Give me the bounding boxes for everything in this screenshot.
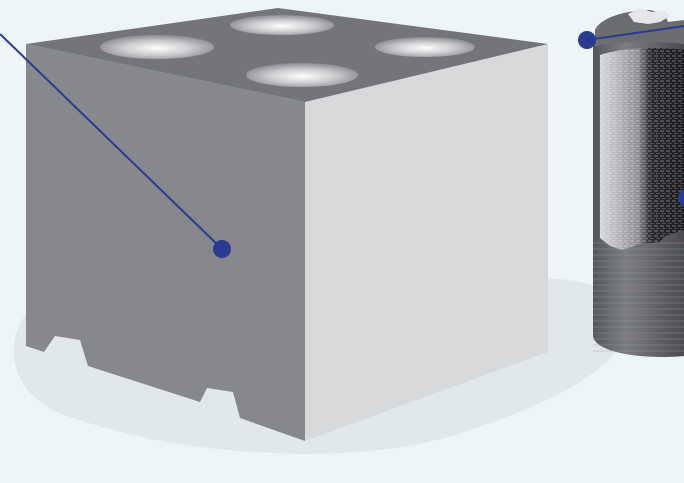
cylinder-callout-line <box>586 25 684 41</box>
cylinder-callout-dot <box>578 31 596 49</box>
core-streak-texture <box>600 47 684 250</box>
cylinder-top-fragment <box>628 8 670 24</box>
block-callout-line <box>0 33 223 250</box>
block-hole <box>246 63 358 87</box>
block-front-face <box>26 44 305 441</box>
holed-block <box>26 8 548 441</box>
cutaway-cylinder <box>593 8 684 358</box>
block-hole <box>230 15 334 35</box>
block-top-face <box>26 8 548 102</box>
block-right-face <box>305 44 548 441</box>
block-hole <box>100 35 214 59</box>
callouts <box>0 25 684 258</box>
core-callout-dot <box>678 189 684 207</box>
cylinder-rings <box>593 240 684 355</box>
block-callout-dot <box>213 240 231 258</box>
block-hole <box>375 37 475 57</box>
